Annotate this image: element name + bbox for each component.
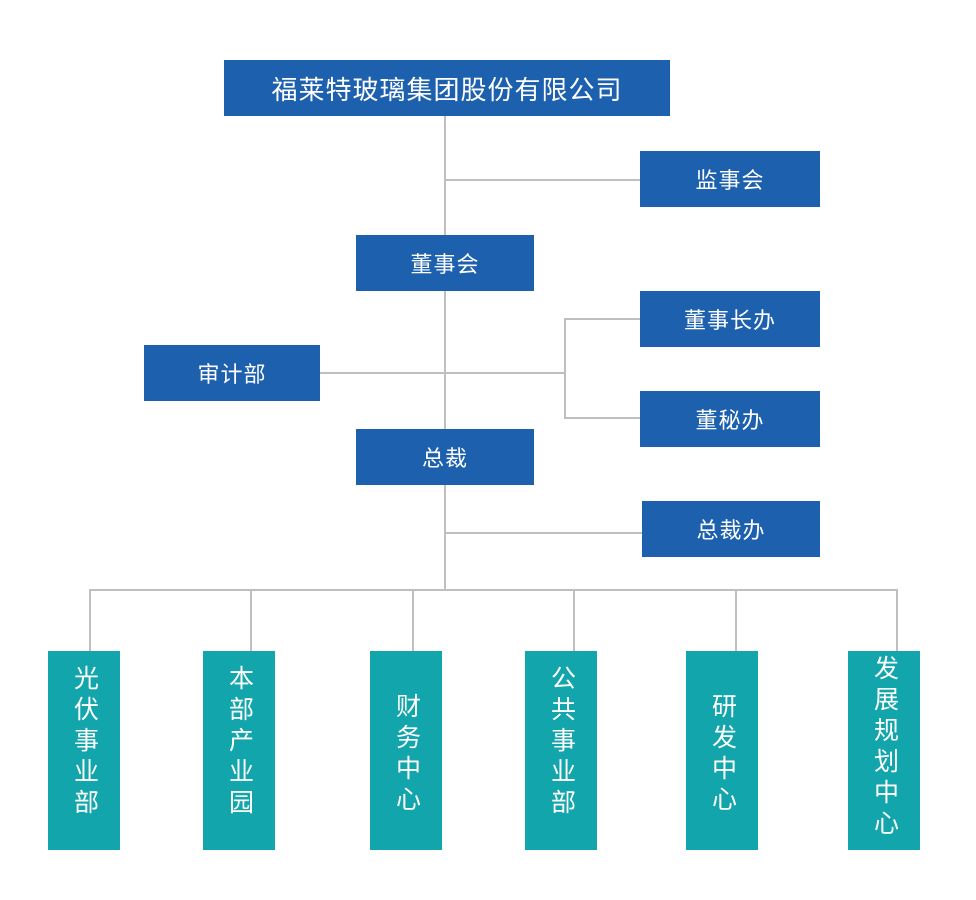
node-president-label: 总裁 <box>421 446 468 471</box>
node-company-label: 福莱特玻璃集团股份有限公司 <box>271 74 623 105</box>
connector-drop-public-utilities <box>573 589 575 651</box>
node-chairman-office-label: 董事长办 <box>683 308 776 333</box>
connector-drop-development-planning <box>896 589 898 651</box>
node-public-utilities-division-label: 公共事业部 <box>547 665 576 820</box>
connector-company-to-board <box>444 116 446 235</box>
node-board-of-directors-label: 董事会 <box>410 252 480 277</box>
node-development-planning-center[interactable]: 发展规划中心 <box>848 651 920 850</box>
connector-department-bus <box>89 589 898 591</box>
node-finance-center-label: 财务中心 <box>392 693 421 817</box>
connector-offices-bracket <box>564 318 566 419</box>
connector-drop-pv-division <box>89 589 91 651</box>
node-audit-department[interactable]: 审计部 <box>144 345 320 401</box>
connector-drop-hq-industrial-park <box>250 589 252 651</box>
node-development-planning-center-label: 发展规划中心 <box>870 655 899 841</box>
node-public-utilities-division[interactable]: 公共事业部 <box>525 651 597 850</box>
node-hq-industrial-park[interactable]: 本部产业园 <box>203 651 275 850</box>
connector-board-to-president <box>444 291 446 429</box>
node-pv-division[interactable]: 光伏事业部 <box>48 651 120 850</box>
node-board-secretary-office[interactable]: 董秘办 <box>640 391 820 447</box>
node-rd-center-label: 研发中心 <box>708 693 737 817</box>
connector-to-supervisors <box>444 179 640 181</box>
node-president-office[interactable]: 总裁办 <box>642 501 820 557</box>
connector-drop-rd-center <box>735 589 737 651</box>
connector-president-to-bus <box>444 484 446 590</box>
connector-audit-line <box>320 372 565 374</box>
node-rd-center[interactable]: 研发中心 <box>686 651 758 850</box>
connector-to-chairman-office <box>564 318 640 320</box>
node-pv-division-label: 光伏事业部 <box>70 665 99 820</box>
node-board-of-directors[interactable]: 董事会 <box>356 235 534 291</box>
node-board-of-supervisors-label: 监事会 <box>695 168 765 193</box>
node-audit-department-label: 审计部 <box>197 362 267 387</box>
node-board-secretary-office-label: 董秘办 <box>695 408 765 433</box>
node-president-office-label: 总裁办 <box>696 518 766 543</box>
node-president[interactable]: 总裁 <box>356 429 534 485</box>
node-board-of-supervisors[interactable]: 监事会 <box>640 151 820 207</box>
connector-drop-finance-center <box>412 589 414 651</box>
connector-to-secretary-office <box>564 417 640 419</box>
node-chairman-office[interactable]: 董事长办 <box>640 291 820 347</box>
connector-to-president-office <box>444 532 642 534</box>
node-hq-industrial-park-label: 本部产业园 <box>225 665 254 820</box>
node-finance-center[interactable]: 财务中心 <box>370 651 442 850</box>
node-company[interactable]: 福莱特玻璃集团股份有限公司 <box>224 60 670 116</box>
